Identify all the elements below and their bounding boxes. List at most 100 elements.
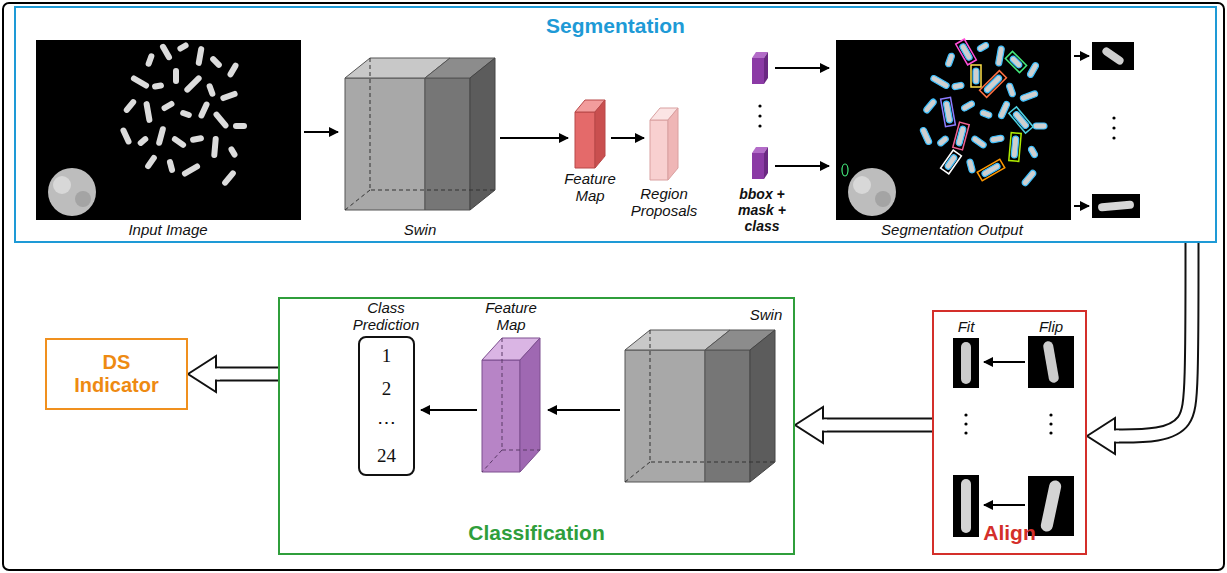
nucleus	[53, 176, 71, 194]
feature-map	[482, 360, 520, 472]
chromosome-crop	[1092, 42, 1134, 70]
nucleus	[48, 168, 96, 216]
part-label: Region Proposals	[625, 185, 703, 219]
nucleus	[875, 191, 891, 207]
arrow-shaft	[216, 367, 278, 382]
flow-arrow	[421, 409, 477, 411]
feature-map	[575, 112, 595, 168]
arrow-head	[795, 407, 823, 443]
chromosome-spread	[119, 41, 247, 186]
roi-feature	[752, 153, 764, 179]
class-vector: 1 2 ⋯ 24	[358, 336, 415, 476]
hollow-arrow	[795, 407, 932, 443]
panel-title: Segmentation	[546, 14, 685, 38]
arrow-shaft	[823, 418, 932, 433]
stage-panel: Segmentation	[14, 6, 1217, 243]
region-proposals	[668, 108, 678, 180]
feature-map	[520, 338, 540, 472]
arrow-shaft	[823, 420, 932, 431]
micrograph	[36, 40, 301, 220]
chromosome-crop	[1092, 194, 1140, 218]
flow-arrow	[1074, 55, 1089, 57]
instance-box	[977, 159, 1005, 181]
arrow-join	[214, 369, 220, 380]
ellipsis-dot	[758, 124, 761, 127]
class-index: ⋯	[377, 412, 396, 434]
flow-arrow	[984, 504, 1025, 506]
ellipsis-dot	[1112, 126, 1115, 129]
nucleus	[848, 168, 896, 216]
instance-box	[956, 39, 977, 65]
chromosome-crop	[1028, 336, 1074, 388]
outer-frame	[3, 3, 1224, 570]
feature-map	[595, 100, 605, 168]
arrow-join	[1113, 431, 1119, 442]
arrow-shaft	[1115, 243, 1192, 436]
flow-arrow	[611, 137, 644, 139]
part-label: Swin	[380, 221, 460, 238]
ellipsis-dot	[1049, 431, 1052, 434]
panel-title: Align	[983, 521, 1036, 545]
instance-box	[971, 65, 981, 87]
flow-arrow	[548, 409, 620, 411]
ellipsis-dot	[1112, 136, 1115, 139]
class-index: 2	[382, 378, 392, 400]
arrow-head	[1087, 418, 1115, 454]
part-label: Feature Map	[475, 299, 547, 333]
ellipsis-dot	[1112, 116, 1115, 119]
nucleus	[853, 176, 871, 194]
flow-arrow	[304, 131, 338, 133]
arrow-shaft	[216, 369, 278, 380]
class-index: 24	[377, 445, 396, 467]
flow-arrow	[984, 361, 1025, 363]
flow-arrow	[775, 165, 829, 167]
region-proposals	[650, 120, 668, 180]
chromosome-crop	[1028, 476, 1074, 536]
chromosome-crop	[953, 338, 979, 388]
stage-panel: Align	[932, 310, 1087, 555]
stage-panel: 1 2 ⋯ 24Classification	[278, 297, 795, 555]
class-index: 1	[382, 345, 392, 367]
box-title: DS Indicator	[61, 351, 173, 397]
chromosome	[1098, 200, 1135, 211]
instance-box	[842, 164, 848, 176]
roi-feature	[764, 147, 768, 179]
instance-box	[1009, 133, 1021, 162]
chromosome	[1101, 46, 1125, 66]
roi-feature	[752, 58, 764, 84]
hidden-edge	[482, 338, 540, 472]
chromosome-crop	[953, 475, 979, 537]
part-label: Feature Map	[559, 170, 621, 204]
output-box: DS Indicator	[45, 338, 188, 410]
chromosome	[961, 479, 971, 533]
arrow-shaft	[1115, 243, 1192, 436]
ellipsis-dot	[964, 422, 967, 425]
flow-arrow	[1074, 205, 1089, 207]
panel-title: Classification	[468, 521, 605, 545]
instance-box	[941, 150, 962, 174]
swin-cube	[345, 58, 495, 210]
instance-box	[941, 97, 956, 126]
ellipsis-dot	[1049, 422, 1052, 425]
part-label: Fit	[946, 318, 986, 335]
roi-feature	[764, 52, 768, 84]
instance-box	[980, 71, 1007, 98]
hollow-arrow	[1087, 243, 1192, 454]
hollow-arrow	[188, 356, 278, 392]
instance-box	[953, 122, 969, 150]
flow-arrow	[500, 137, 568, 139]
nucleus	[75, 191, 91, 207]
part-label: Swin	[736, 306, 796, 323]
chromosome-spread	[919, 41, 1047, 186]
part-label: bbox + mask + class	[732, 186, 792, 234]
chromosome	[961, 342, 971, 384]
micrograph	[836, 40, 1071, 220]
ellipsis-dot	[1049, 413, 1052, 416]
instance-box	[1005, 51, 1026, 72]
ellipsis-dot	[758, 114, 761, 117]
chromosome	[1040, 479, 1063, 532]
swin-cube	[625, 330, 775, 482]
part-label: Flip	[1029, 318, 1073, 335]
